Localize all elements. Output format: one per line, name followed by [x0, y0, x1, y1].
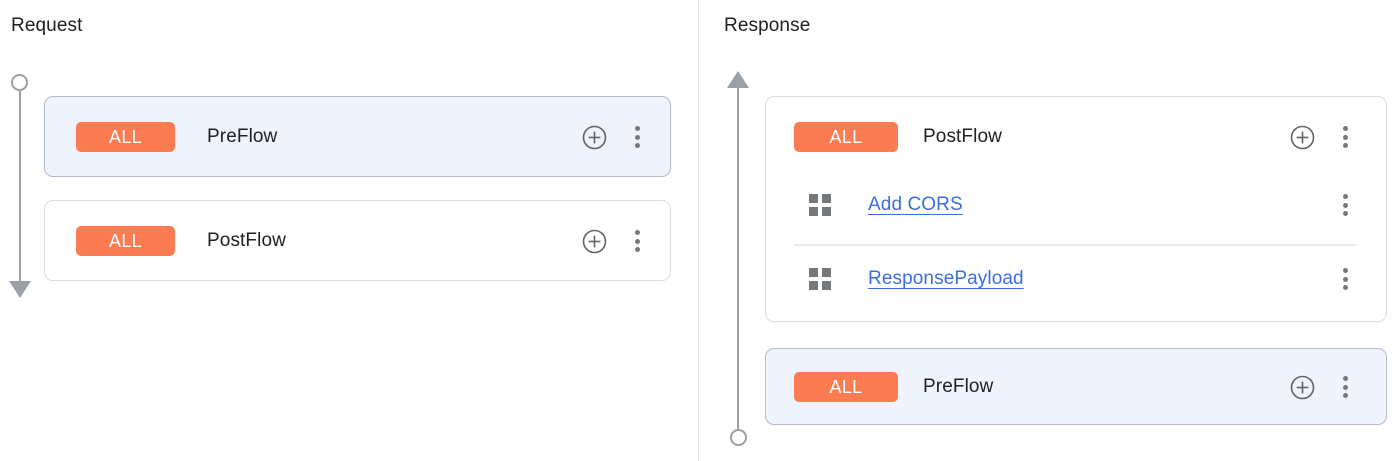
kebab-menu-icon[interactable] [627, 125, 647, 149]
flow-name-label: PostFlow [923, 126, 1002, 147]
kebab-dot [634, 126, 640, 131]
kebab-dot [1342, 384, 1348, 390]
kebab-menu-icon[interactable] [1335, 125, 1355, 149]
policy-row[interactable]: Add CORS [766, 183, 1386, 227]
response-preflow-card[interactable]: ALL PreFlow [765, 348, 1387, 425]
policy-link[interactable]: Add CORS [868, 194, 963, 215]
flow-name-label: PreFlow [207, 126, 278, 147]
policy-row-divider [794, 244, 1356, 246]
response-postflow-card[interactable]: ALL PostFlow A [765, 96, 1387, 322]
flow-endpoint-circle-icon [11, 74, 28, 91]
method-badge: ALL [794, 372, 898, 402]
grid-square [822, 281, 831, 290]
kebab-dot [634, 143, 640, 148]
drag-grid-icon[interactable] [809, 194, 831, 216]
kebab-dot [1342, 202, 1348, 208]
method-badge: ALL [76, 122, 175, 152]
kebab-menu-icon[interactable] [1335, 193, 1355, 217]
kebab-dot [1342, 134, 1348, 140]
kebab-dot [1342, 211, 1348, 216]
flow-name-label: PostFlow [207, 230, 286, 251]
flow-header-row: ALL PostFlow [45, 218, 670, 264]
flow-rail-line [737, 88, 739, 429]
request-panel: Request ALL PreFlow [8, 15, 671, 298]
request-postflow-card[interactable]: ALL PostFlow [44, 200, 671, 281]
grid-square [822, 207, 831, 216]
method-badge: ALL [76, 226, 175, 256]
kebab-menu-icon[interactable] [1335, 375, 1355, 399]
add-policy-button[interactable] [582, 125, 607, 150]
kebab-dot [1342, 393, 1348, 398]
kebab-menu-icon[interactable] [1335, 267, 1355, 291]
flow-arrow-up-icon [727, 71, 749, 88]
policy-row[interactable]: ResponsePayload [766, 257, 1386, 301]
request-preflow-card[interactable]: ALL PreFlow [44, 96, 671, 177]
grid-square [809, 194, 818, 203]
policy-link[interactable]: ResponsePayload [868, 268, 1024, 289]
flow-arrow-down-icon [8, 281, 31, 298]
flow-header-row: ALL PostFlow [766, 114, 1386, 160]
flow-endpoint-circle-icon [729, 429, 747, 446]
kebab-dot [1342, 276, 1348, 282]
panel-divider [698, 0, 699, 461]
kebab-dot [1342, 268, 1348, 273]
kebab-dot [1342, 194, 1348, 199]
grid-square [822, 268, 831, 277]
flow-rail-line [18, 91, 21, 281]
kebab-dot [1342, 126, 1348, 131]
grid-square [809, 281, 818, 290]
flow-header-row: ALL PreFlow [766, 364, 1386, 410]
flow-header-row: ALL PreFlow [45, 114, 670, 160]
kebab-dot [634, 134, 640, 140]
request-panel-title: Request [11, 15, 83, 36]
response-panel: Response [699, 0, 1393, 461]
kebab-dot [1342, 285, 1348, 290]
grid-square [809, 268, 818, 277]
method-badge: ALL [794, 122, 898, 152]
kebab-menu-icon[interactable] [627, 229, 647, 253]
grid-square [822, 194, 831, 203]
drag-grid-icon[interactable] [809, 268, 831, 290]
kebab-dot [1342, 376, 1348, 381]
add-policy-button[interactable] [582, 229, 607, 254]
flow-name-label: PreFlow [923, 376, 994, 397]
kebab-dot [634, 247, 640, 252]
kebab-dot [1342, 143, 1348, 148]
response-panel-title: Response [724, 15, 811, 36]
grid-square [809, 207, 818, 216]
add-policy-button[interactable] [1290, 375, 1315, 400]
kebab-dot [634, 230, 640, 235]
kebab-dot [634, 238, 640, 244]
add-policy-button[interactable] [1290, 125, 1315, 150]
